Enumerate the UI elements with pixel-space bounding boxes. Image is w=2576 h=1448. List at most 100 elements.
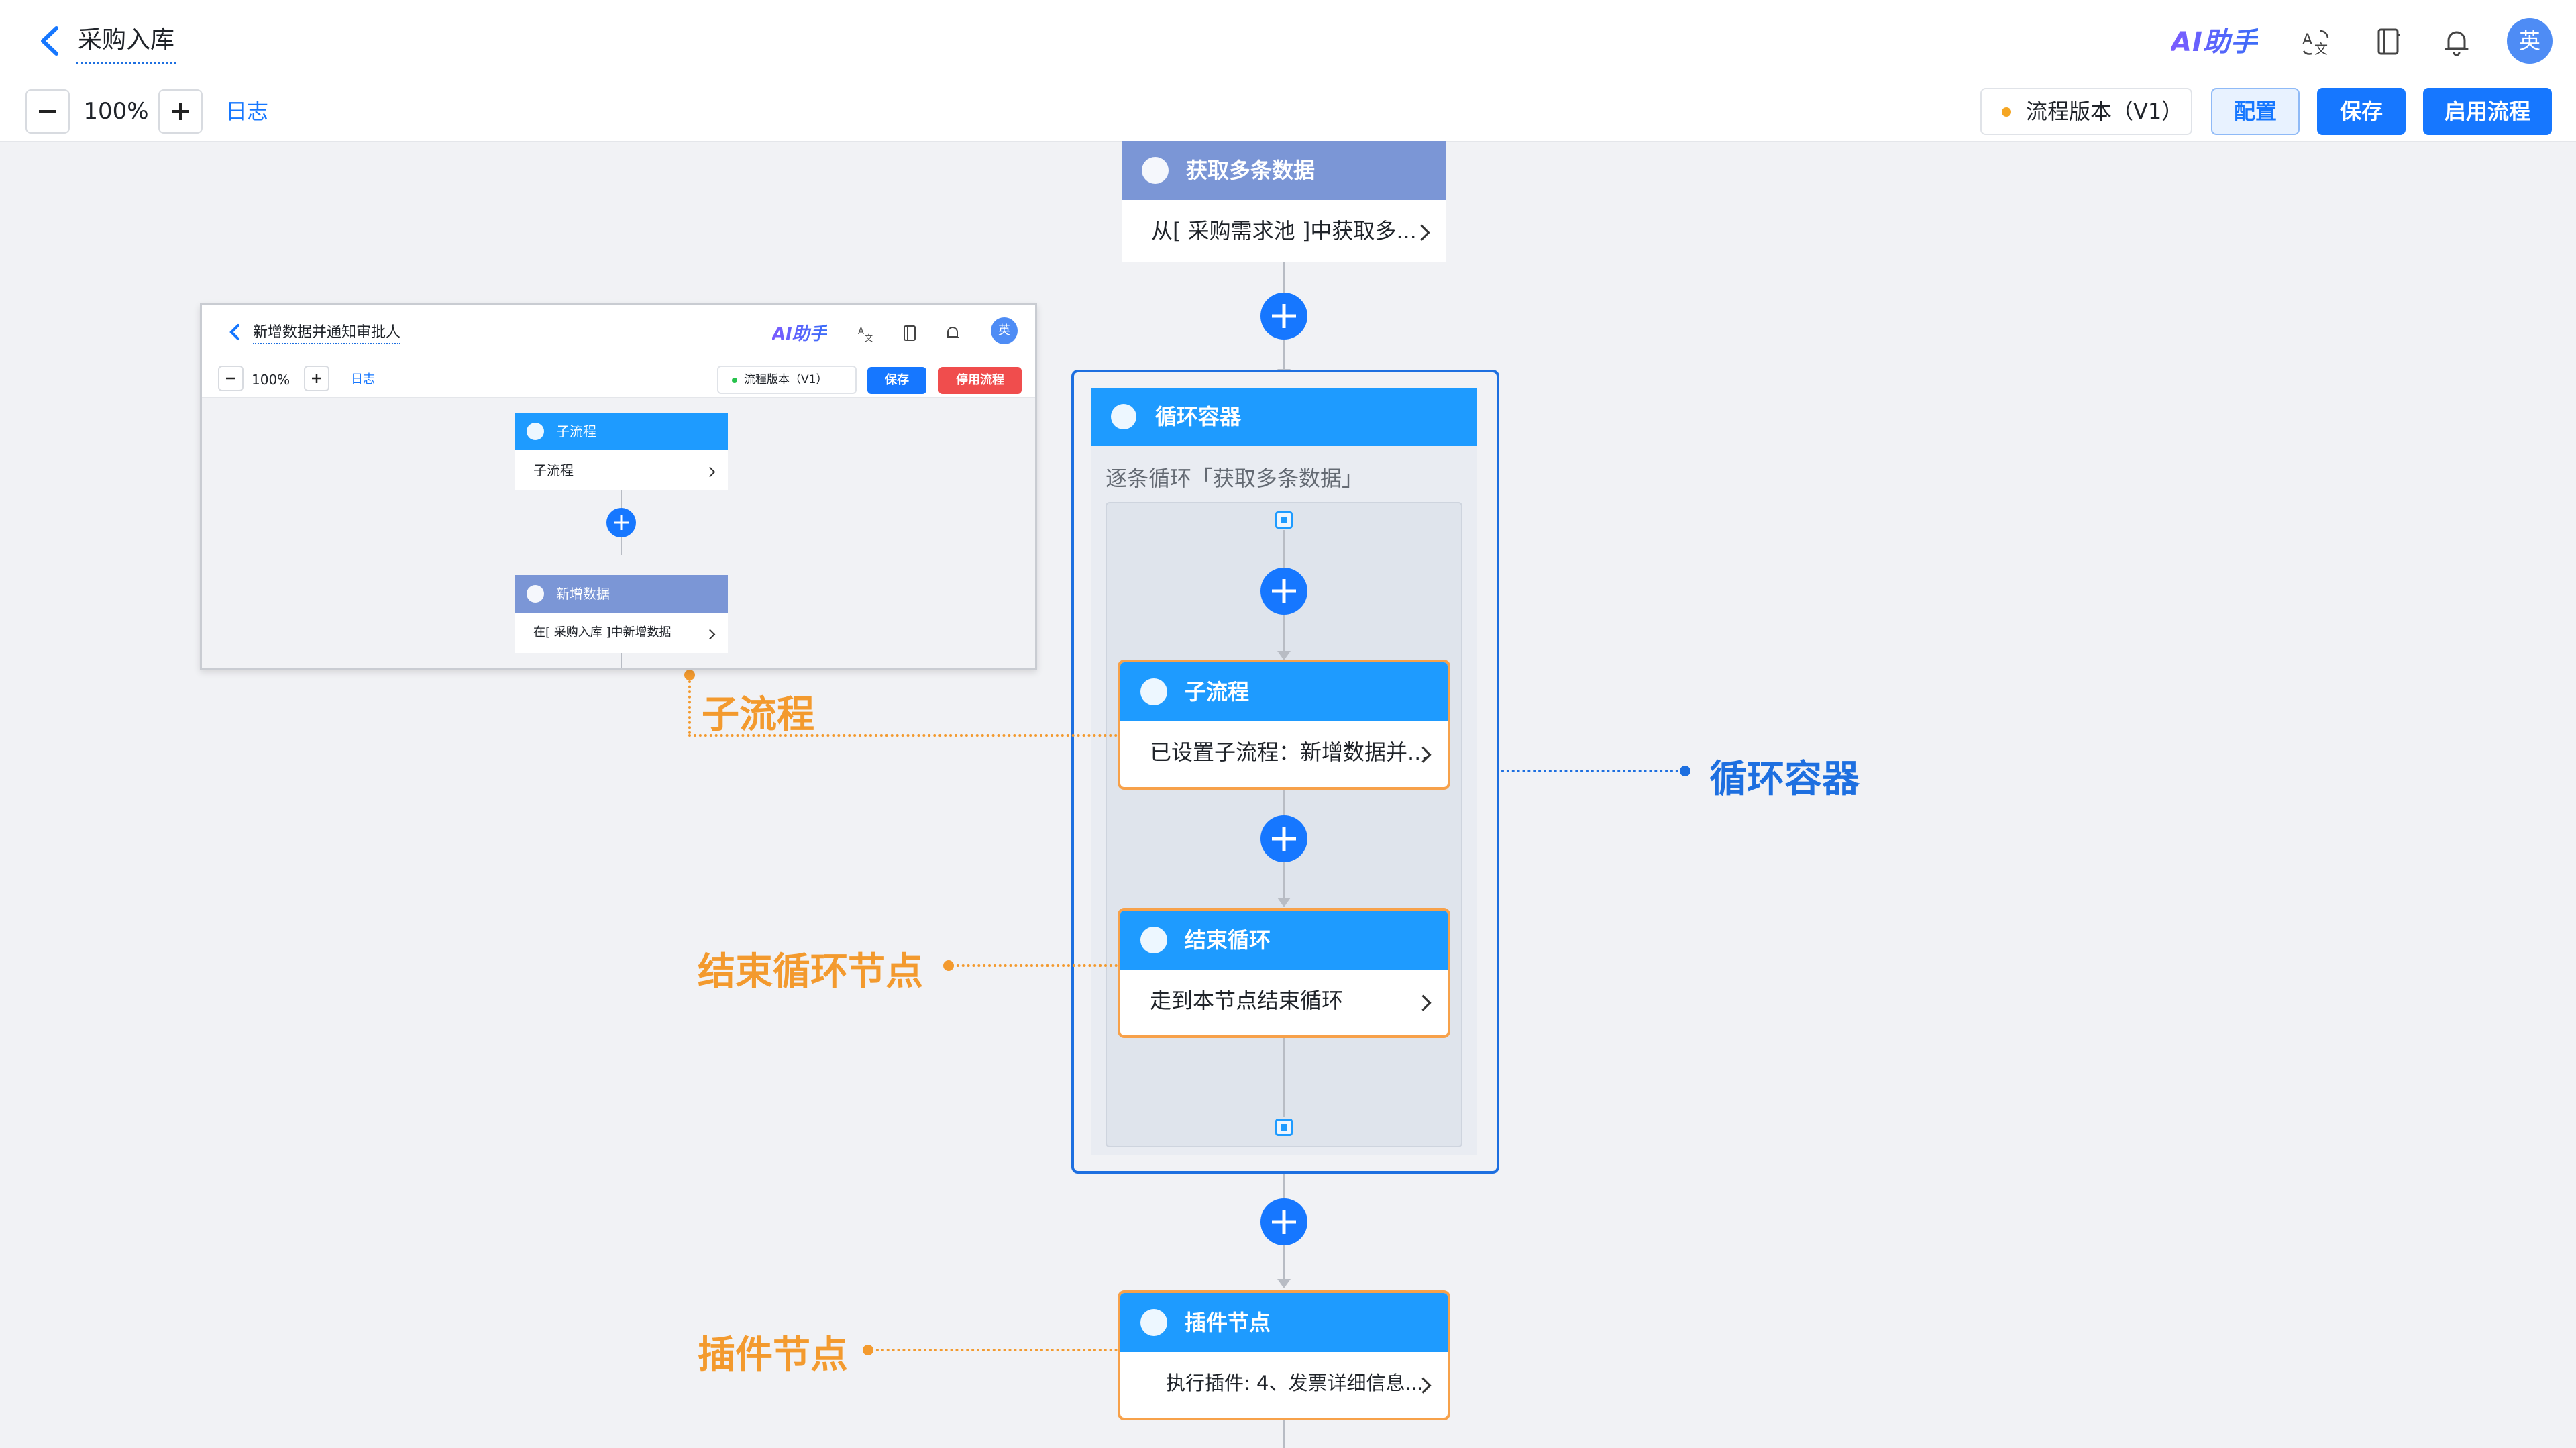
mini-connector (621, 537, 622, 555)
callout-line (688, 734, 1118, 737)
callout-line (1501, 770, 1684, 772)
mini-disable: 停用流程 (938, 367, 1022, 394)
connector-arrow (1277, 1279, 1291, 1288)
mini-add-node (606, 508, 636, 537)
chevron-left-icon (229, 324, 239, 340)
chevron-left-icon (41, 26, 58, 56)
node-header: 插件节点 (1120, 1293, 1448, 1352)
translate-button[interactable]: A 文 (2300, 24, 2334, 59)
callout-dot (1680, 766, 1690, 776)
node-title: 子流程 (1185, 679, 1250, 705)
mini-save: 保存 (867, 367, 926, 394)
plus-icon (312, 374, 321, 383)
mini-connector (621, 653, 622, 668)
svg-text:文: 文 (2314, 41, 2328, 57)
bell-icon (2445, 31, 2469, 56)
notebook-icon (904, 325, 916, 341)
notebook-button[interactable] (2371, 24, 2406, 59)
stop-icon (1140, 927, 1167, 953)
translate-icon: A 文 (858, 327, 873, 343)
connector-line (1283, 1245, 1285, 1282)
callout-end-loop: 结束循环节点 (698, 949, 923, 994)
enable-flow-button[interactable]: 启用流程 (2423, 88, 2552, 135)
loop-end-marker (1275, 1119, 1293, 1136)
callout-dot (943, 960, 954, 971)
callout-line (688, 680, 691, 734)
connector-line (1283, 262, 1285, 298)
mini-version-box (717, 366, 857, 394)
mini-log: 日志 (351, 372, 375, 386)
plus-circle-icon (527, 585, 544, 603)
plugin-icon (1140, 1309, 1167, 1336)
callout-line (951, 964, 1118, 967)
mini-title: 新增数据并通知审批人 (253, 320, 401, 344)
page-title: 采购入库 (76, 19, 176, 64)
node-header: 结束循环 (1120, 911, 1448, 970)
node-title: 结束循环 (1185, 927, 1271, 953)
loop-start-marker (1275, 511, 1293, 529)
node-description: 从[ 采购需求池 ]中获取多... (1151, 218, 1417, 244)
mini-subflow-title: 子流程 (556, 423, 596, 439)
back-button[interactable] (31, 19, 71, 63)
add-node-button[interactable] (1260, 293, 1307, 340)
save-button[interactable]: 保存 (2317, 88, 2406, 135)
add-node-button[interactable] (1260, 1198, 1307, 1245)
version-status-dot (2002, 107, 2011, 117)
log-link[interactable]: 日志 (225, 99, 269, 124)
mini-ai-assistant: AI助手 (772, 320, 827, 345)
zoom-out-button[interactable] (25, 89, 70, 134)
mini-connector (621, 490, 622, 509)
mini-zoom-level: 100% (252, 372, 290, 388)
mini-version-dot (732, 378, 737, 383)
zoom-level: 100% (83, 98, 149, 125)
subflow-node[interactable]: 子流程 已设置子流程：新增数据并... (1118, 660, 1450, 790)
translate-icon: A 文 (2302, 30, 2329, 57)
connector-arrow (1277, 898, 1291, 907)
mini-subflow-header: 子流程 (515, 413, 728, 450)
node-description: 已设置子流程：新增数据并... (1150, 739, 1428, 765)
svg-text:A: A (2302, 32, 2312, 48)
callout-line (871, 1349, 1118, 1351)
node-title: 插件节点 (1185, 1310, 1271, 1335)
loop-description: 逐条循环「获取多条数据」 (1106, 466, 1364, 491)
mini-header (202, 305, 1035, 359)
plugin-node[interactable]: 插件节点 执行插件: 4、发票详细信息... (1118, 1290, 1450, 1420)
notebook-icon (2377, 28, 2400, 55)
connector-line (1283, 1038, 1285, 1117)
config-button[interactable]: 配置 (2211, 88, 2300, 135)
mini-avatar: 英 (991, 317, 1018, 344)
add-node-button[interactable] (1260, 815, 1307, 862)
version-selector[interactable]: 流程版本（V1） (1980, 88, 2192, 135)
mini-zoom-in (304, 366, 329, 391)
node-title: 获取多条数据 (1186, 158, 1316, 183)
zoom-in-button[interactable] (158, 89, 203, 134)
plus-icon (172, 103, 189, 120)
mini-subflow-desc: 子流程 (515, 450, 728, 490)
mini-zoom-out (218, 366, 244, 391)
node-header: 子流程 (1120, 662, 1448, 721)
document-icon (1142, 157, 1169, 184)
loop-icon (1111, 404, 1136, 429)
node-description: 走到本节点结束循环 (1150, 988, 1344, 1013)
end-loop-node[interactable]: 结束循环 走到本节点结束循环 (1118, 908, 1450, 1038)
app-header (0, 0, 2576, 82)
mini-version: 流程版本（V1） (744, 373, 828, 386)
connector-line (1283, 340, 1285, 369)
minus-icon (226, 377, 235, 380)
node-header: 获取多条数据 (1122, 141, 1446, 200)
add-node-button[interactable] (1260, 568, 1307, 615)
connector-line (1283, 530, 1285, 569)
callout-dot (863, 1345, 873, 1355)
get-data-node[interactable]: 获取多条数据 从[ 采购需求池 ]中获取多... (1122, 141, 1446, 262)
callout-loop-container: 循环容器 (1709, 757, 1860, 801)
callout-subflow: 子流程 (702, 692, 814, 737)
connector-arrow (1277, 651, 1291, 660)
minus-icon (39, 110, 56, 113)
ai-assistant-button[interactable]: AI助手 (2171, 27, 2258, 58)
mini-add-data-title: 新增数据 (556, 586, 610, 602)
callout-dot (684, 670, 695, 680)
notification-button[interactable] (2439, 24, 2474, 59)
svg-text:A: A (858, 327, 864, 337)
mini-add-data-header: 新增数据 (515, 575, 728, 613)
user-avatar[interactable]: 英 (2507, 18, 2553, 64)
